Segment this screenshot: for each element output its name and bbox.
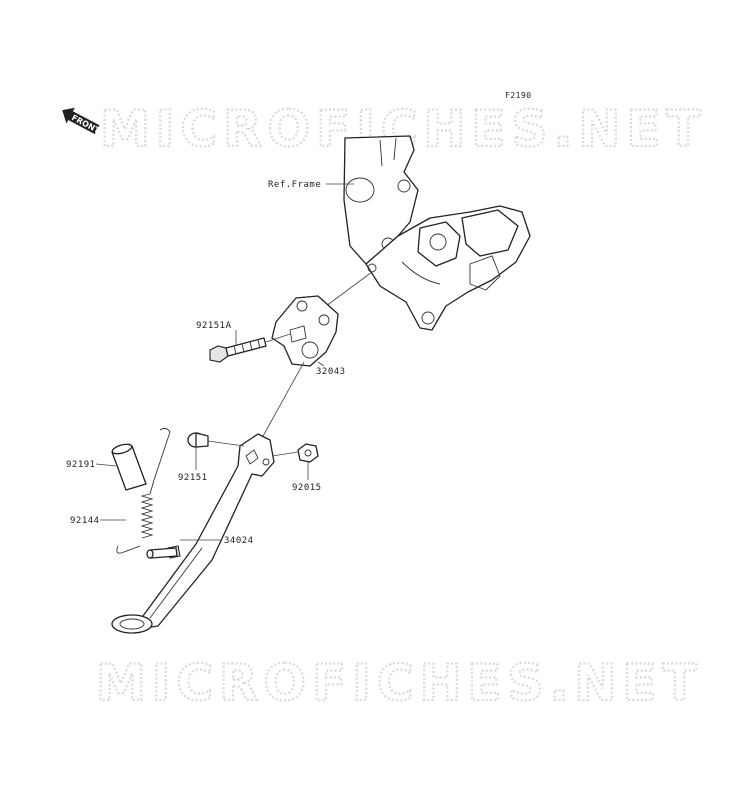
bolt-92151-part: [187, 432, 209, 448]
callout-92151: 92151: [178, 473, 208, 483]
nut-92015-part: [297, 443, 319, 463]
callout-92144: 92144: [70, 516, 100, 526]
callout-34024: 34024: [224, 536, 254, 546]
centerline-bolt-92151a: [265, 333, 291, 343]
figure-code: F2190: [505, 91, 532, 100]
front-label: FRONT: [70, 113, 102, 136]
callout-92151a: 92151A: [196, 321, 232, 331]
callout-ref-frame: Ref.Frame: [268, 180, 321, 190]
leader-92191: [95, 463, 117, 467]
ref-frame-part: [343, 135, 531, 331]
bolt-92151a-part: [209, 337, 267, 363]
centerline-nut: [271, 451, 299, 457]
spring-pin-part: [146, 547, 178, 559]
side-stand-34024-part: [111, 433, 275, 634]
collar-92191-part: [111, 443, 147, 491]
watermark-bottom: MICROFICHES.NET: [96, 654, 703, 712]
centerline-bracket-stand: [261, 361, 305, 439]
callout-92191: 92191: [66, 460, 96, 470]
callout-32043: 32043: [316, 367, 346, 377]
centerline-bolt-92151: [207, 440, 245, 447]
leader-32043: [317, 361, 325, 367]
spring-92144-part: [116, 427, 171, 554]
bracket-32043-part: [271, 295, 339, 367]
callout-92015: 92015: [292, 483, 322, 493]
front-arrow-icon: FRONT: [62, 107, 102, 136]
